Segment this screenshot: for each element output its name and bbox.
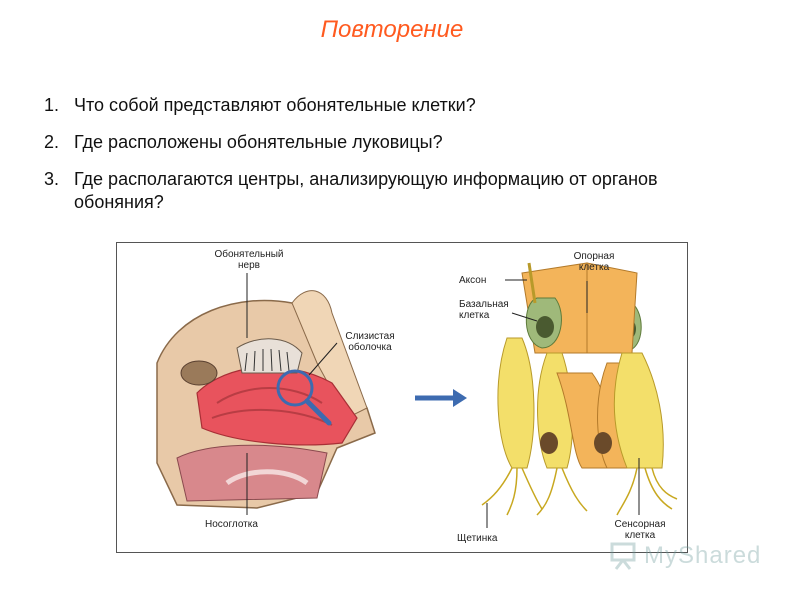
label-axon: Аксон [459, 275, 487, 286]
question-list: 1. Что собой представляют обонятельные к… [44, 94, 724, 228]
question-text: Где располагаются центры, анализирующую … [74, 169, 658, 212]
watermark-text: MyShared [644, 542, 762, 569]
epithelium-illustration [481, 262, 678, 528]
label-sensory-cell: Сенсорная клетка [614, 519, 666, 541]
olfactory-figure: Обонятельный нерв Слизистая оболочка Нос… [116, 242, 688, 553]
question-number: 3. [44, 169, 60, 189]
pointer-arrow [415, 389, 467, 407]
question-item: 1. Что собой представляют обонятельные к… [44, 94, 724, 117]
label-mucosa: Слизистая оболочка [345, 331, 395, 353]
slide-title: Повторение [320, 16, 464, 43]
figure-drawing [156, 262, 678, 528]
question-text: Что собой представляют обонятельные клет… [74, 95, 476, 115]
label-supporting-cell: Опорная клетка [573, 251, 615, 273]
question-item: 2. Где расположены обонятельные луковицы… [44, 131, 724, 154]
question-text: Где расположены обонятельные луковицы? [74, 132, 443, 152]
nasal-section-illustration [156, 273, 376, 515]
question-item: 3. Где располагаются центры, анализирующ… [44, 168, 724, 214]
label-cilium: Щетинка [457, 533, 498, 544]
question-number: 1. [44, 95, 60, 115]
presentation-icon [610, 542, 636, 570]
label-olfactory-nerve: Обонятельный нерв [214, 249, 284, 271]
label-basal-cell: Базальная клетка [459, 299, 509, 321]
question-number: 2. [44, 132, 60, 152]
watermark: MyShared [606, 540, 776, 570]
label-nasopharynx: Носоглотка [205, 519, 258, 530]
